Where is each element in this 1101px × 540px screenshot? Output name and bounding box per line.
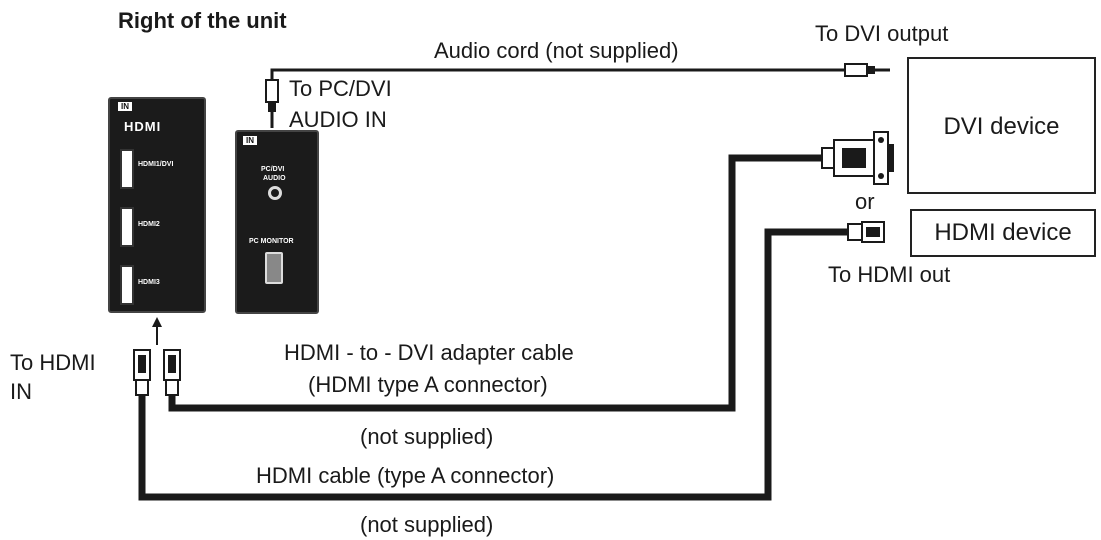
to-hdmi-in-label-2: IN	[10, 379, 32, 404]
adapter-cable-label-2: (HDMI type A connector)	[308, 372, 548, 397]
to-pc-dvi-label-1: To PC/DVI	[289, 76, 392, 101]
adapter-not-supplied-label: (not supplied)	[360, 424, 494, 449]
hdmi-panel-in-tag: IN	[118, 102, 132, 111]
mini-plug-audio-in	[265, 79, 279, 128]
dvi-connector	[821, 131, 894, 185]
hdmi-cable-label: HDMI cable (type A connector)	[256, 463, 555, 488]
pc-dvi-audio-jack[interactable]	[268, 186, 282, 200]
hdmi3-port[interactable]	[120, 265, 134, 305]
hdmi-device-label: HDMI device	[934, 219, 1072, 246]
to-hdmi-out-label: To HDMI out	[828, 262, 951, 287]
pc-monitor-label: PC MONITOR	[249, 238, 294, 245]
hdmi-plug-device	[847, 221, 885, 243]
adapter-cable-label-1: HDMI - to - DVI adapter cable	[284, 340, 574, 365]
pc-dvi-audio-label-1: PC/DVI	[261, 166, 285, 173]
hdmi-cable	[138, 228, 848, 501]
adapter-cable	[168, 154, 825, 412]
dvi-device-label: DVI device	[943, 113, 1060, 140]
hdmi-logo: HDMI	[124, 119, 162, 134]
hdmi-plug-tv-2	[163, 349, 181, 396]
hdmi2-port-label: HDMI2	[138, 221, 160, 228]
hdmi-device-box: HDMI device	[910, 209, 1096, 257]
to-dvi-output-label: To DVI output	[815, 21, 949, 46]
to-pc-dvi-label-2: AUDIO IN	[289, 107, 387, 132]
hdmi2-port[interactable]	[120, 207, 134, 247]
hdmi1-dvi-port-label: HDMI1/DVI	[138, 161, 174, 168]
mini-plug-dvi-output	[844, 63, 890, 77]
audio-cord-label: Audio cord (not supplied)	[434, 38, 679, 63]
or-label: or	[855, 189, 875, 214]
dvi-device-box: DVI device	[907, 57, 1096, 194]
pc-audio-panel: IN PC/DVI AUDIO PC MONITOR	[235, 130, 319, 314]
hdmi-input-panel: IN HDMI HDMI1/DVI HDMI2 HDMI3	[108, 97, 206, 313]
diagram-heading: Right of the unit	[118, 8, 287, 33]
pc-panel-in-tag: IN	[243, 136, 257, 145]
hdmi3-port-label: HDMI3	[138, 279, 160, 286]
pc-monitor-port[interactable]	[265, 252, 283, 284]
hdmi-not-supplied-label: (not supplied)	[360, 512, 494, 537]
to-hdmi-in-label-1: To HDMI	[10, 350, 96, 375]
pc-dvi-audio-label-2: AUDIO	[263, 175, 286, 182]
hdmi-in-arrow-head	[152, 317, 162, 327]
hdmi1-dvi-port[interactable]	[120, 149, 134, 189]
hdmi-plug-tv-1	[133, 349, 151, 396]
